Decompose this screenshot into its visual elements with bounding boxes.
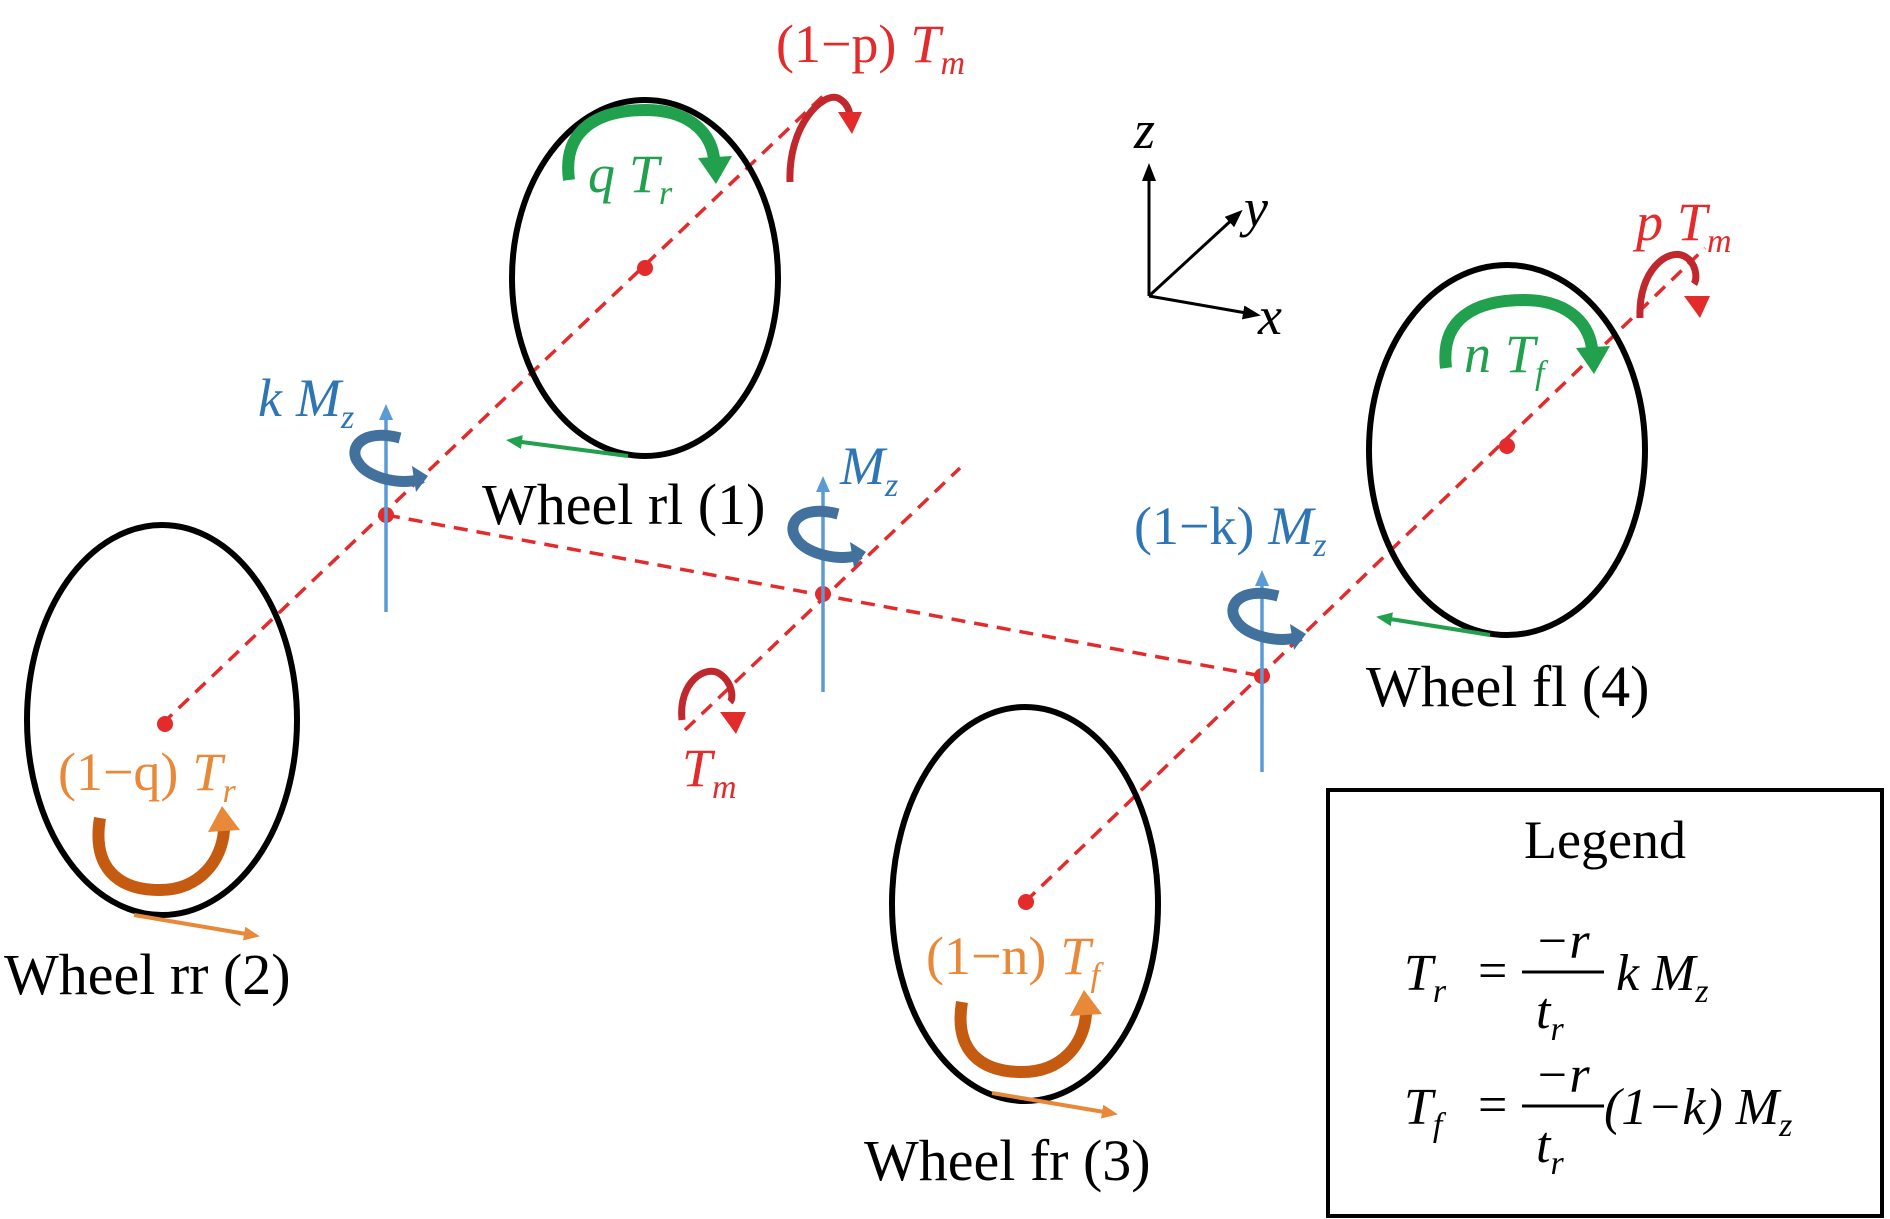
wheel-rr	[24, 522, 300, 918]
wheel-labels: Wheel rl (1) Wheel rr (2) Wheel fr (3) W…	[4, 472, 1649, 1193]
center-motor-arrow	[678, 667, 746, 734]
rr-wheel-torque-arrow	[92, 806, 240, 897]
eq1-equals: =	[1478, 943, 1507, 1000]
fl-ground-force-arrow	[1376, 612, 1491, 637]
rear-moment-arrow	[349, 429, 428, 492]
rr-center-point	[157, 716, 173, 732]
rear-axle	[160, 92, 827, 726]
wheel-rl-label: Wheel rl (1)	[482, 472, 765, 537]
eq2-numerator: −r	[1534, 1047, 1590, 1104]
eq2-rhs: (1−k) Mz	[1604, 1079, 1792, 1144]
center-moment-label: Mz	[839, 436, 898, 504]
rl-ground-force-arrow	[506, 435, 629, 458]
rl-motor-arrow	[786, 93, 862, 183]
eq1-numerator: −r	[1534, 913, 1590, 970]
fr-center-point	[1018, 894, 1034, 910]
front-moment-arrow	[1227, 587, 1306, 650]
rr-wheel-torque-label: (1−q)Tr	[58, 742, 236, 810]
wheel-fl	[1366, 262, 1648, 638]
fr-ground-force-arrow	[991, 1091, 1118, 1119]
z-axis-label: z	[1133, 100, 1155, 160]
moment-arrows	[349, 429, 1306, 650]
wheels	[24, 97, 1648, 1104]
legend-box: Legend Tr = −r tr k Mz Tf = −r t	[1326, 788, 1884, 1218]
eq2-denominator: tr	[1536, 1117, 1564, 1182]
legend-title: Legend	[1524, 810, 1686, 870]
fr-wheel-torque-label: (1−n)Tf	[926, 926, 1104, 994]
center-moment-arrow	[787, 505, 866, 568]
x-axis-label: x	[1257, 286, 1282, 346]
fr-wheel-torque-arrow	[954, 990, 1102, 1079]
x-axis-arrow	[1148, 294, 1261, 320]
eq2-equals: =	[1478, 1077, 1507, 1134]
wheel-rl	[509, 97, 781, 459]
coordinate-axes: z y x	[1133, 100, 1282, 346]
legend-equation-tf: Tf = −r tr (1−k) Mz	[1404, 1047, 1792, 1182]
motor-torque-arrows	[678, 93, 1710, 734]
legend-equation-tr: Tr = −r tr k Mz	[1404, 913, 1709, 1048]
points	[157, 260, 1515, 910]
rr-ground-force-arrow	[133, 913, 260, 941]
yaw-axes	[379, 404, 1269, 772]
rl-center-point	[637, 260, 653, 276]
wheel-fr-label: Wheel fr (3)	[864, 1128, 1151, 1193]
center-motor-torque-label: Tm	[682, 738, 737, 806]
axle-lines	[160, 92, 1707, 904]
fl-wheel-torque-arrow	[1439, 293, 1610, 374]
wheel-rr-label: Wheel rr (2)	[4, 942, 291, 1007]
eq1-denominator: tr	[1536, 983, 1564, 1048]
eq1-rhs: k Mz	[1616, 945, 1709, 1010]
rl-motor-torque-label: (1−p)Tm	[776, 14, 965, 82]
fl-motor-arrow	[1636, 251, 1710, 319]
wheel-fr	[889, 704, 1161, 1104]
green-wheel-arrows	[506, 103, 1610, 637]
y-axis-label: y	[1239, 178, 1268, 238]
orange-wheel-arrows	[92, 806, 1118, 1119]
front-moment-label: (1−k)Mz	[1134, 496, 1327, 564]
rl-wheel-torque-arrow	[562, 103, 732, 184]
eq1-lhs: Tr	[1404, 945, 1447, 1010]
y-axis-arrow	[1147, 209, 1243, 298]
legend-frame	[1326, 788, 1884, 1218]
fl-center-point	[1499, 438, 1515, 454]
wheel-fl-label: Wheel fl (4)	[1366, 654, 1649, 719]
